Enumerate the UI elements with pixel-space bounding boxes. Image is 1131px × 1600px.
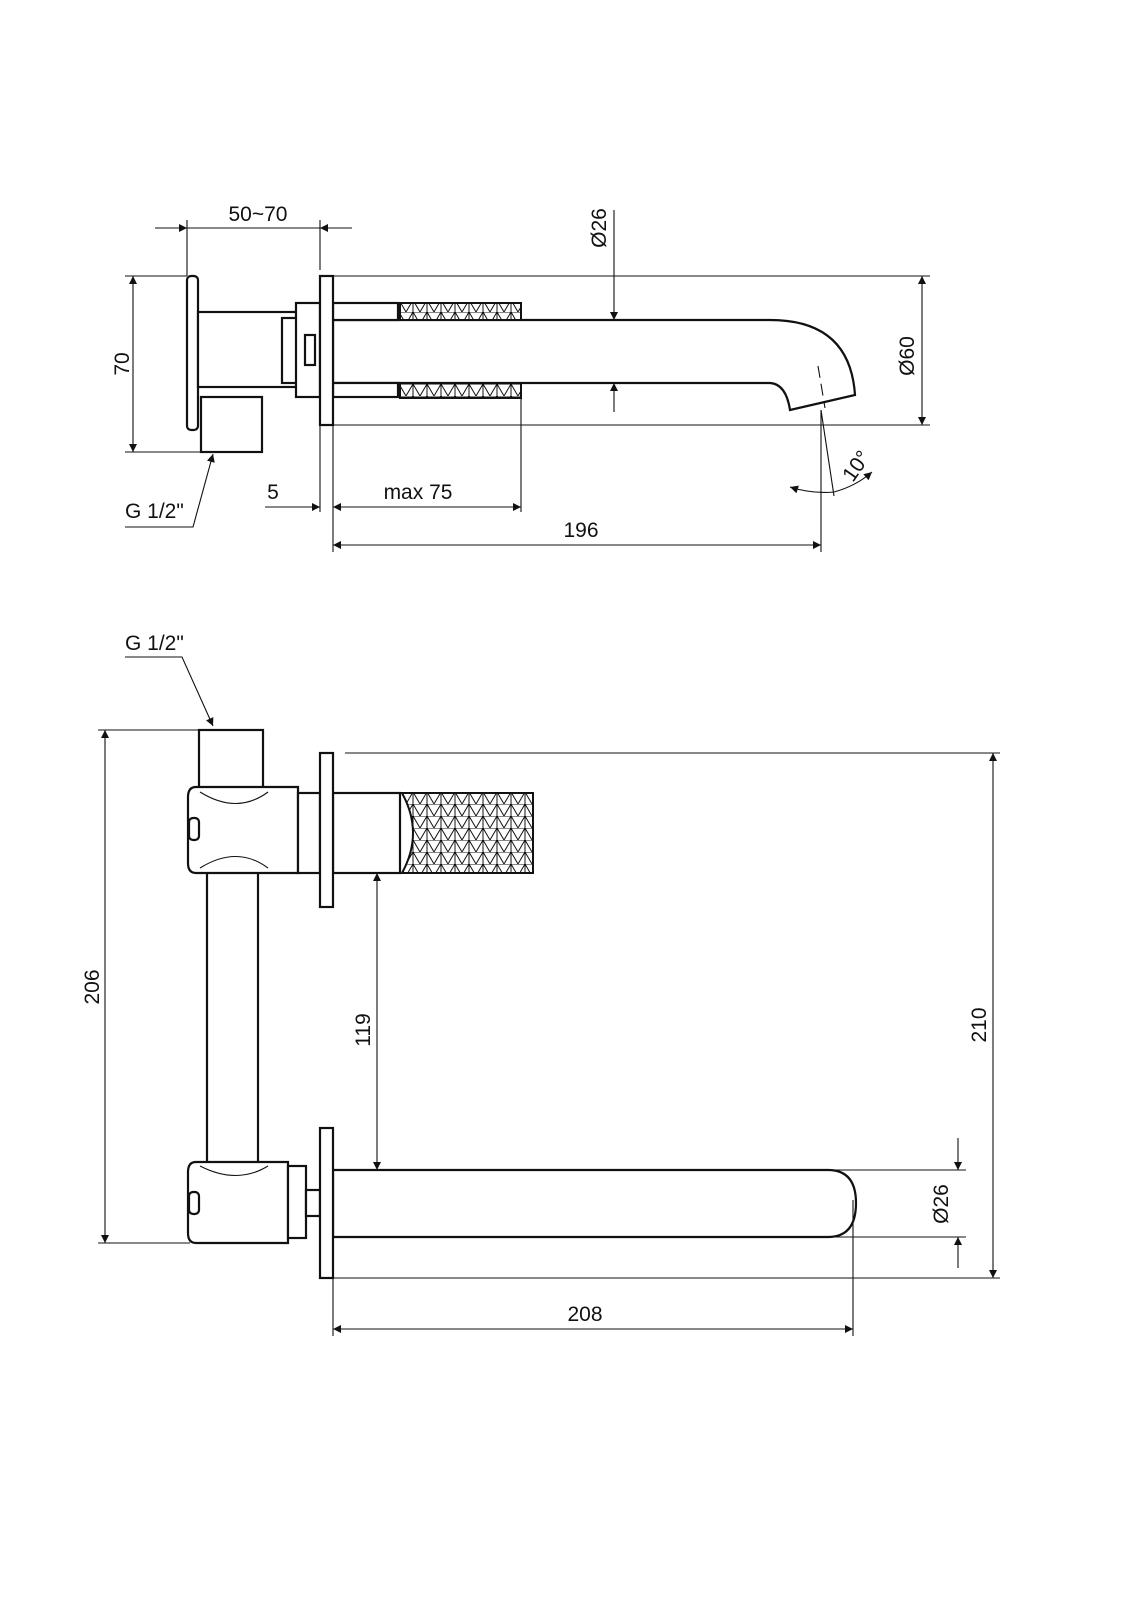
dim-angle: 10°	[838, 447, 875, 486]
lower-flange	[318, 1126, 335, 1280]
vertical-pipe	[205, 858, 260, 1170]
lower-thread	[304, 1188, 322, 1218]
dim-spout-diameter-front: Ø26	[930, 1184, 953, 1224]
lower-slot	[187, 1190, 201, 1216]
top-view: 50~70 70 G 1/2" Ø26 Ø60 10° 5 max 75 196	[111, 203, 930, 552]
front-view: G 1/2" 206 119 210 Ø26 208	[81, 632, 1000, 1336]
knurled-handle-top	[399, 302, 522, 321]
top-inlet	[197, 728, 265, 790]
dim-spout-diameter-top: Ø26	[588, 208, 611, 248]
handle-stub-top	[331, 301, 400, 322]
handle-stub-bottom	[331, 381, 400, 399]
spout-side	[331, 318, 857, 412]
upper-body	[186, 785, 300, 875]
inlet-outlet	[199, 395, 264, 454]
upper-slot	[187, 816, 201, 842]
dim-handle-length: max 75	[384, 481, 453, 504]
dim-body-height: 206	[81, 969, 104, 1004]
lower-body	[186, 1160, 290, 1245]
dim-spout-reach: 196	[563, 519, 598, 542]
spout-front	[331, 1168, 858, 1239]
valve-nut	[303, 333, 317, 367]
dim-total-height: 210	[968, 1007, 991, 1042]
dim-flange-thickness: 5	[267, 481, 279, 504]
upper-connector	[296, 791, 322, 875]
wall-plate	[185, 274, 200, 432]
dim-height: 70	[111, 352, 134, 375]
knurled-handle-front	[400, 792, 534, 874]
dim-axis-distance: 119	[352, 1013, 375, 1046]
thread-label-top: G 1/2"	[125, 500, 184, 523]
flange	[318, 274, 335, 427]
cartridge	[331, 791, 402, 875]
thread-label-front: G 1/2"	[125, 632, 184, 655]
knurled-handle-bottom	[399, 382, 522, 399]
lower-nut	[286, 1164, 308, 1240]
upper-flange	[318, 751, 335, 909]
dim-mount-depth: 50~70	[229, 203, 288, 226]
dim-spout-length: 208	[567, 1303, 602, 1326]
dim-flange-diameter: Ø60	[896, 336, 919, 376]
